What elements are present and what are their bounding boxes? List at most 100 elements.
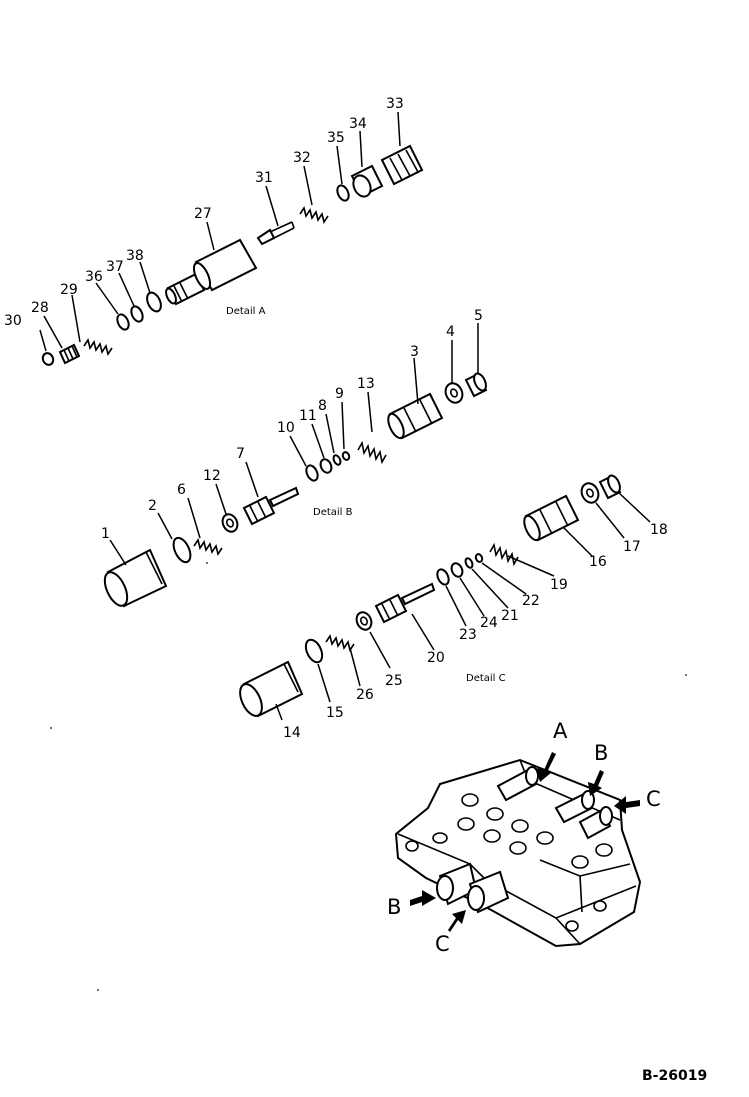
- part-11-ring: [319, 458, 333, 474]
- label-part-33: 33: [386, 96, 404, 112]
- part-14-plug: [239, 660, 304, 718]
- part-7-spool: [242, 486, 300, 526]
- part-30-ring: [41, 352, 55, 366]
- arrow-c-left: [448, 910, 466, 932]
- label-part-12: 12: [203, 468, 221, 484]
- label-part-3: 3: [410, 344, 419, 360]
- part-12-retainer: [221, 513, 239, 533]
- part-21-ring: [464, 557, 474, 569]
- part-38-oring: [146, 291, 162, 313]
- label-part-16: 16: [589, 554, 607, 570]
- label-part-1: 1: [101, 526, 110, 542]
- label-part-21: 21: [501, 608, 519, 624]
- part-4-nut: [444, 382, 464, 404]
- caption-detail-a: Detail A: [226, 306, 266, 317]
- assembly-spool-c-front: [467, 870, 510, 914]
- detail-b-group: [103, 323, 488, 608]
- arrow-c-top: [614, 796, 640, 814]
- valve-assembly-illustration: [394, 752, 642, 948]
- label-part-29: 29: [60, 282, 78, 298]
- part-24-ring: [450, 562, 464, 578]
- label-part-5: 5: [474, 308, 483, 324]
- part-1-plug: [103, 548, 168, 608]
- assembly-spool-c-top: [578, 806, 613, 840]
- part-22-ring: [474, 553, 484, 563]
- arrow-a-top: [536, 752, 556, 782]
- label-part-24: 24: [480, 615, 498, 631]
- assembly-port-holes: [405, 793, 613, 932]
- part-10-oring: [305, 464, 319, 482]
- part-25-retainer: [355, 611, 373, 631]
- part-17-nut: [580, 482, 600, 504]
- part-9-ring: [341, 451, 351, 461]
- drawing-code: B-26019: [642, 1068, 707, 1084]
- assembly-spool-a: [496, 766, 539, 802]
- label-part-4: 4: [446, 324, 455, 340]
- label-part-25: 25: [385, 673, 403, 689]
- label-part-30: 30: [4, 313, 22, 329]
- label-part-14: 14: [283, 725, 301, 741]
- label-part-17: 17: [623, 539, 641, 555]
- label-part-2: 2: [148, 498, 157, 514]
- part-36-ring: [116, 313, 130, 331]
- part-18-cap: [598, 474, 622, 500]
- part-8-ring: [332, 454, 342, 466]
- detail-c-group: [239, 474, 651, 721]
- label-part-8: 8: [318, 398, 327, 414]
- part-15-oring: [304, 638, 324, 664]
- part-3-sleeve: [387, 392, 444, 440]
- label-part-11: 11: [299, 408, 317, 424]
- label-part-22: 22: [522, 593, 540, 609]
- part-31-poppet: [256, 221, 295, 246]
- label-part-37: 37: [106, 259, 124, 275]
- part-34-nut: [350, 164, 384, 198]
- scan-speck: [206, 562, 208, 564]
- marker-b-left: B: [387, 895, 401, 919]
- part-6-spring: [193, 538, 223, 556]
- scan-speck: [97, 989, 99, 991]
- part-2-oring: [172, 536, 192, 564]
- detail-a-group: [39, 111, 424, 366]
- label-part-31: 31: [255, 170, 273, 186]
- label-part-32: 32: [293, 150, 311, 166]
- label-part-28: 28: [31, 300, 49, 316]
- part-29-spring: [83, 338, 113, 356]
- caption-detail-c: Detail C: [466, 673, 506, 684]
- label-part-27: 27: [194, 206, 212, 222]
- label-part-26: 26: [356, 687, 374, 703]
- scan-speck: [685, 674, 687, 676]
- part-23-oring: [436, 568, 450, 586]
- label-part-7: 7: [236, 446, 245, 462]
- label-part-38: 38: [126, 248, 144, 264]
- part-32-spring: [299, 206, 329, 224]
- label-part-35: 35: [327, 130, 345, 146]
- marker-a-top: A: [553, 719, 568, 743]
- marker-b-top: B: [594, 741, 608, 765]
- marker-c-left: C: [435, 932, 450, 956]
- part-5-cap: [464, 372, 488, 398]
- assembly-spool-b-top: [554, 790, 595, 824]
- label-part-19: 19: [550, 577, 568, 593]
- part-26-spring: [325, 634, 355, 652]
- label-part-36: 36: [85, 269, 103, 285]
- label-part-6: 6: [177, 482, 186, 498]
- label-part-10: 10: [277, 420, 295, 436]
- label-part-23: 23: [459, 627, 477, 643]
- part-16-sleeve: [523, 494, 580, 542]
- label-part-18: 18: [650, 522, 668, 538]
- part-13-spring: [357, 440, 387, 465]
- caption-detail-b: Detail B: [313, 507, 353, 518]
- arrow-b-top: [588, 770, 604, 796]
- label-part-9: 9: [335, 386, 344, 402]
- label-part-15: 15: [326, 705, 344, 721]
- arrow-b-left: [410, 890, 436, 906]
- marker-c-top: C: [646, 787, 661, 811]
- label-part-13: 13: [357, 376, 375, 392]
- part-37-ring: [130, 305, 144, 323]
- part-28-plug: [58, 343, 81, 365]
- label-part-20: 20: [427, 650, 445, 666]
- part-20-spool: [374, 582, 436, 624]
- scan-speck: [50, 727, 52, 729]
